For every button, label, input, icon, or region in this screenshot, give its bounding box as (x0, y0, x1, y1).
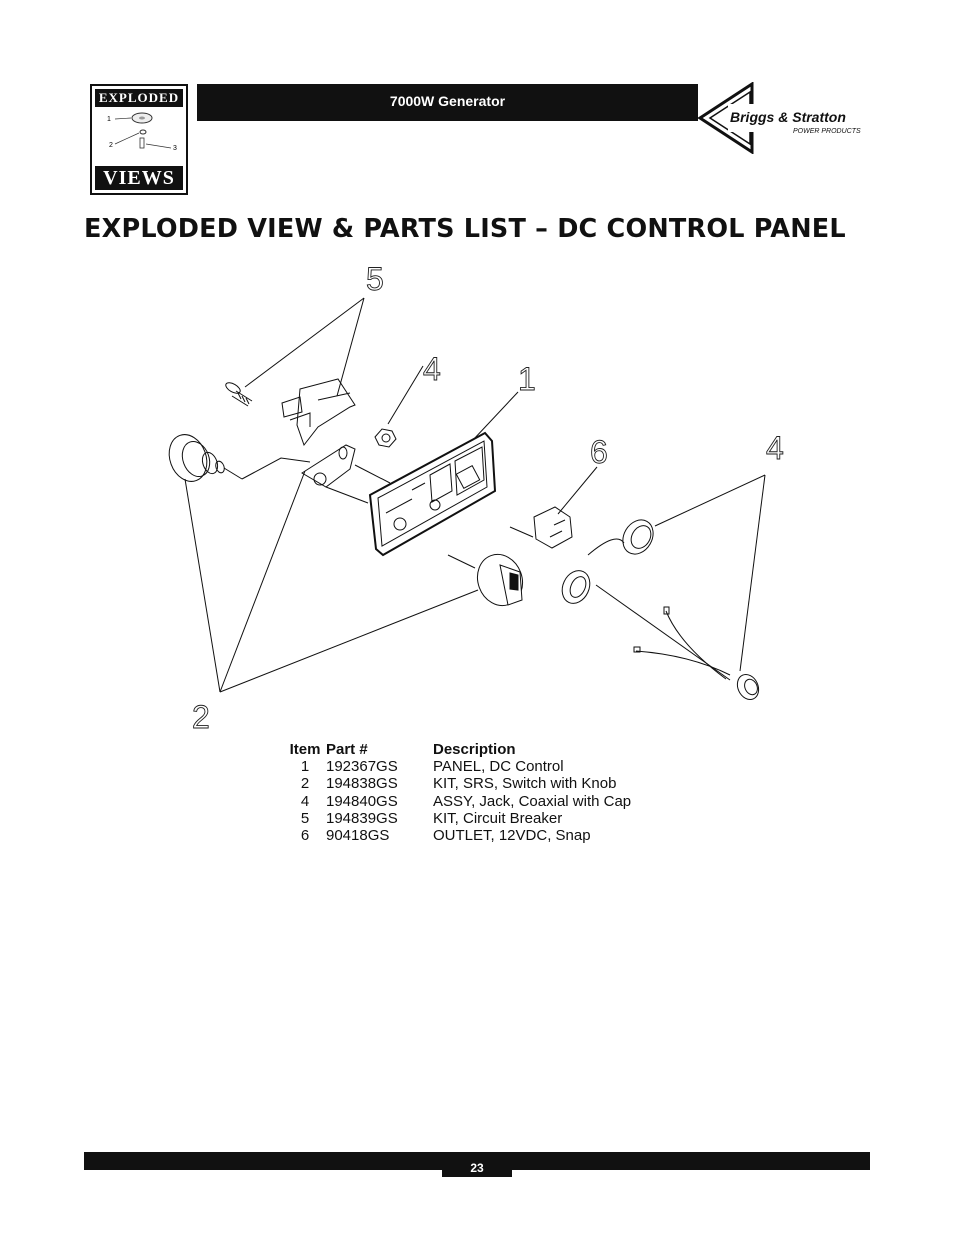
header-part: Part # (326, 741, 368, 758)
callout-2: 2 (192, 699, 210, 735)
parts-list: Item Part # Description 1 192367GS PANEL… (284, 741, 693, 844)
badge-exploded-illustration: 1 2 3 (107, 112, 177, 152)
parts-row: 4 194840GS ASSY, Jack, Coaxial with Cap (284, 793, 693, 810)
part-number: 90418GS (326, 827, 390, 845)
item-number: 5 (300, 809, 310, 827)
callout-6: 6 (590, 434, 608, 470)
parts-row: 1 192367GS PANEL, DC Control (284, 758, 693, 775)
header-item: Item (289, 741, 321, 758)
part-description: OUTLET, 12VDC, Snap (433, 827, 591, 845)
briggs-stratton-logo: Briggs & Stratton POWER PRODUCTS (698, 82, 866, 154)
part-number: 194839GS (326, 809, 398, 827)
badge-bottom-label: VIEWS (95, 166, 183, 190)
part-description: KIT, SRS, Switch with Knob (433, 775, 617, 793)
exploded-diagram: 5 4 1 6 4 2 (168, 261, 784, 735)
callout-5: 5 (366, 261, 384, 297)
part-description: KIT, Circuit Breaker (433, 809, 563, 827)
page-title: EXPLODED VIEW & PARTS LIST – DC CONTROL … (84, 214, 846, 244)
parts-list-header: Item Part # Description (284, 741, 693, 758)
item-number: 6 (300, 827, 310, 845)
exploded-views-badge: EXPLODED 1 2 3 VIEWS (90, 84, 188, 195)
item-number: 4 (300, 792, 310, 810)
part-number: 194838GS (326, 775, 398, 793)
header-description: Description (433, 741, 516, 758)
parts-row: 5 194839GS KIT, Circuit Breaker (284, 810, 693, 827)
page-number: 23 (442, 1152, 512, 1177)
part-description: ASSY, Jack, Coaxial with Cap (433, 792, 632, 810)
logo-sub-text: POWER PRODUCTS (793, 128, 861, 135)
callout-1: 1 (518, 361, 536, 397)
badge-callout-3: 3 (173, 145, 177, 152)
callout-4-jack: 4 (766, 430, 784, 466)
badge-callout-1: 1 (107, 116, 111, 123)
item-number: 2 (300, 775, 310, 793)
part-number: 192367GS (326, 758, 398, 776)
badge-callout-2: 2 (109, 142, 113, 149)
part-description: PANEL, DC Control (433, 758, 564, 776)
header-title: 7000W Generator (197, 84, 698, 121)
parts-row: 2 194838GS KIT, SRS, Switch with Knob (284, 775, 693, 792)
part-number: 194840GS (326, 792, 398, 810)
logo-brand-text: Briggs & Stratton (730, 109, 846, 125)
badge-top-label: EXPLODED (95, 89, 183, 107)
parts-row: 6 90418GS OUTLET, 12VDC, Snap (284, 827, 693, 844)
item-number: 1 (300, 758, 310, 776)
callout-4-nut: 4 (423, 351, 441, 387)
